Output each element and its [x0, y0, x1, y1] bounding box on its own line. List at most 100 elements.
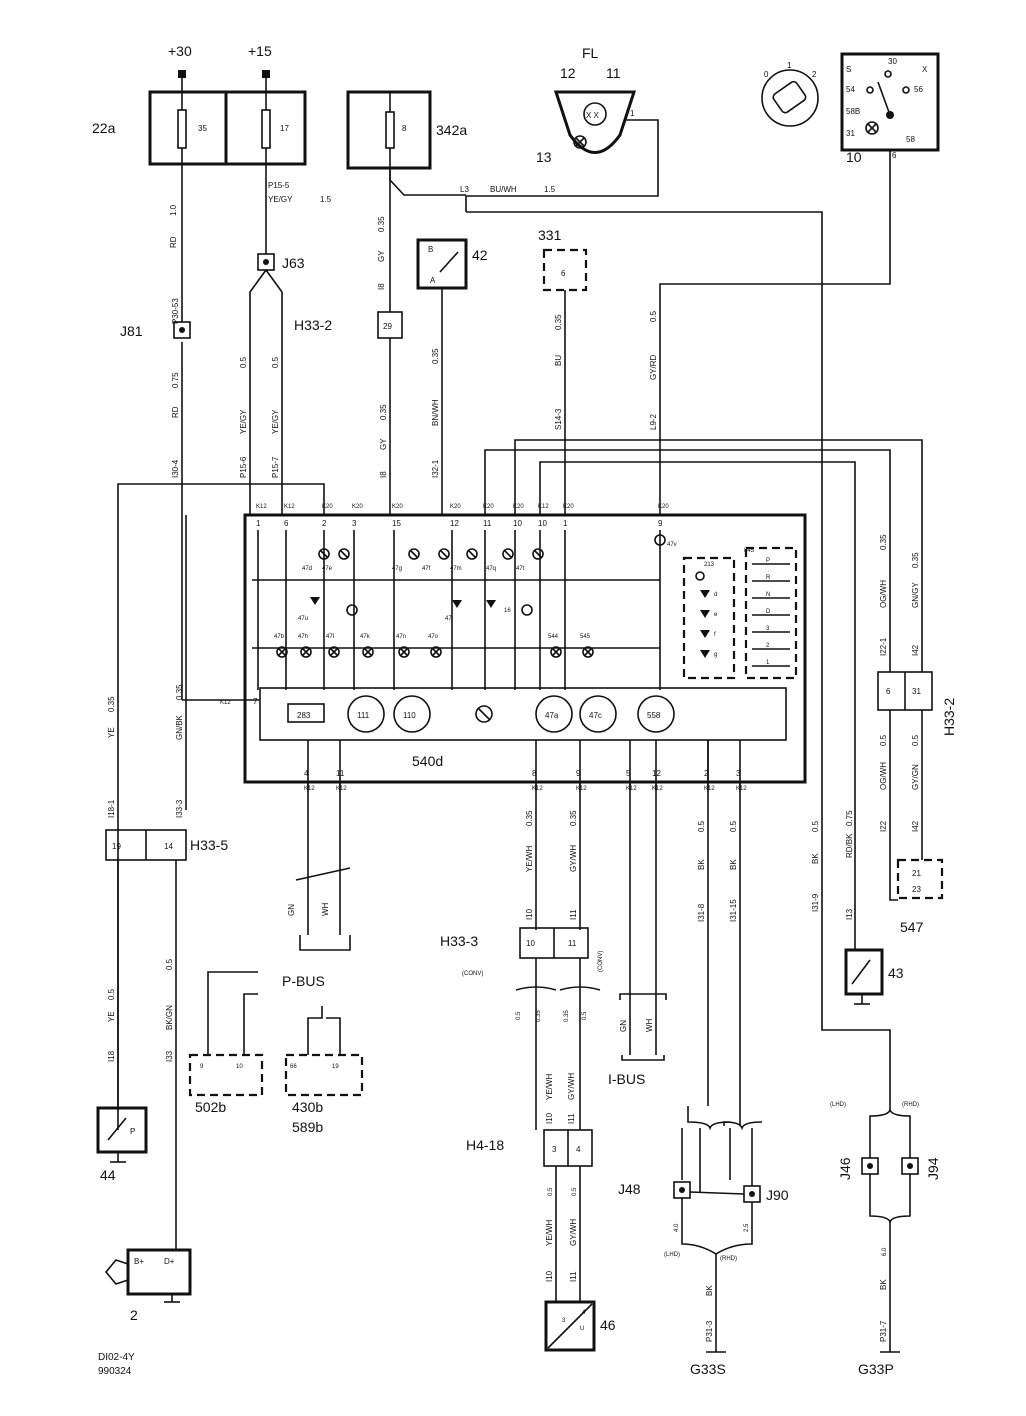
fuse-17: [261, 109, 271, 149]
wire-yegy3-size: 0.5: [271, 356, 280, 368]
fl-indicator-icon: [573, 135, 587, 149]
switch-pin-31: 31: [846, 129, 855, 138]
switch-pin-6: 6: [892, 151, 897, 160]
conn-top-label: K20: [392, 504, 403, 510]
gauge-47c: 47c: [579, 695, 617, 733]
junction-j63: J63 H33-2: [249, 253, 332, 515]
box845-pin-label: 1: [766, 660, 770, 666]
wire-s14-3: S14-3: [554, 408, 563, 430]
lamp-row1-label: 47f: [422, 566, 431, 572]
wire-i11-h4: I11: [567, 1113, 576, 1124]
wire-yewh2-h4: YE/WH: [545, 1220, 554, 1246]
switch-pin-58: 58: [906, 135, 915, 144]
wire-bk2-size: 0.5: [729, 820, 738, 832]
switch-pin-58b: 58B: [846, 107, 860, 116]
speaker-icon: [104, 1259, 129, 1285]
pin-top-label: 10: [513, 519, 522, 528]
wire-bkgn-size: 0.5: [165, 958, 174, 970]
gauge-47a: 47a: [535, 695, 573, 733]
wire-i13: I13: [845, 908, 854, 920]
h4-18-pin3: 3: [552, 1145, 557, 1154]
wire-i10-h4: I10: [545, 1112, 554, 1124]
lamp-47k: 47k: [360, 634, 374, 658]
gauge-label: 111: [357, 711, 370, 720]
light-switch-10: 0 1 2 S 30 X 54 56 58B 31 58 10 6: [659, 52, 940, 515]
wire-gyrd: GY/RD: [649, 354, 658, 380]
diode-icon: [700, 590, 710, 598]
wire-i11-h33-3: I11: [569, 909, 578, 920]
wire-i32-1: I32-1: [431, 459, 440, 478]
wire-ogwh-547-size: 0.5: [879, 734, 888, 746]
diode-icon: [700, 650, 710, 658]
pbus-wh: WH: [321, 902, 330, 916]
h33-5-pin14: 14: [164, 842, 173, 851]
fl-num-13: 13: [536, 149, 552, 165]
connector-h33-5: 19 14 H33-5 YE 0.35 I18-1 GN/BK 0.35 I33…: [105, 684, 228, 1250]
pin-top-label: 1: [256, 519, 261, 528]
lamp-47m: 47m: [450, 548, 478, 572]
ground-group-mid: BK 0.5 I31-8 BK 0.5 I31-15 J48 J90 4.0 2…: [618, 740, 789, 1377]
h33-3-size4: 0.5: [582, 1011, 588, 1020]
connector-502b-label: 502b: [195, 1099, 226, 1115]
h33-2-top-label: H33-2: [294, 317, 332, 333]
pin-top-label: 12: [450, 519, 459, 528]
j46-label: J46: [837, 1157, 853, 1180]
h33-3-size3: 0.35: [564, 1010, 570, 1022]
ground-mid-lhd: (LHD): [664, 1252, 680, 1258]
p-bus-label: P-BUS: [282, 973, 325, 989]
lamp-row2-label: 47h: [298, 634, 308, 640]
terminal-30: [178, 70, 186, 78]
j94-label: J94: [925, 1157, 941, 1180]
connector-29-label: 29: [383, 322, 392, 331]
502b-pin9: 9: [200, 1064, 204, 1070]
module-side-k12: K12: [220, 700, 231, 706]
lamp-47e: 47e: [322, 548, 350, 572]
wire-yegy-size: 1.5: [320, 195, 332, 204]
pin-bottom-label: 8: [532, 769, 537, 778]
switch-pin-x: X: [922, 65, 928, 74]
wire-buwh: BU/WH: [490, 185, 517, 194]
fl-title: FL: [582, 45, 599, 61]
wire-bk1: BK: [697, 859, 706, 870]
alt-dplus: D+: [164, 1257, 175, 1266]
wire-rdbk: RD/BK: [845, 833, 854, 858]
547-pin23: 23: [912, 885, 921, 894]
547-pin21: 21: [912, 869, 921, 878]
switch-10-label: 10: [846, 149, 862, 165]
wire-yewh-size-h33-3: 0.35: [525, 810, 534, 826]
switch-knob-icon: [761, 69, 819, 127]
lamp-row2-label: 47b: [274, 634, 285, 640]
h33-3-conv2: (CONV): [598, 951, 604, 972]
connector-430b: [284, 1053, 364, 1097]
pin-top-label: 2: [322, 519, 327, 528]
ground-mid-rhd: (RHD): [720, 1256, 737, 1262]
lamp-47q: 47q: [486, 548, 514, 572]
conn-top-label: K20: [450, 504, 461, 510]
h33-3-conv1: (CONV): [462, 971, 483, 977]
conn-top-label: K20: [563, 504, 574, 510]
conn-bottom-label: K12: [736, 786, 747, 792]
pbus-gn: GN: [287, 904, 296, 916]
label-plus15: +15: [248, 43, 272, 59]
conn-top-label: K12: [284, 504, 295, 510]
wire-gygn-size: 0.5: [911, 734, 920, 746]
box213-pin-label: f: [714, 632, 716, 638]
wire-gy2: GY: [379, 438, 388, 450]
junction-j81: J81: [120, 321, 191, 339]
wire-bnwh-size: 0.35: [431, 348, 440, 364]
connector-h33-3: YE/WH 0.35 I10 GY/WH 0.35 I11 10 11 H33-…: [440, 782, 604, 1130]
diode-47i-label: 47i: [445, 616, 453, 622]
lamp-row1-label: 47m: [450, 566, 462, 572]
wire-yegy: YE/GY: [268, 195, 293, 204]
label-plus30: +30: [168, 43, 192, 59]
lamp-47b: 47b: [274, 634, 288, 658]
pin-bottom-label: 5: [626, 769, 631, 778]
pin-top-label: 10: [538, 519, 547, 528]
wire-ogwh-547: OG/WH: [879, 762, 888, 790]
connector-29: 29: [377, 311, 403, 339]
connector-h33-2-right: 6 31 H33-2 OG/WH 0.5 I22 GY/GN 0.5 I42: [877, 671, 957, 901]
switch-42-pin-a: A: [430, 276, 436, 285]
switch-44: P 44: [96, 1106, 148, 1183]
